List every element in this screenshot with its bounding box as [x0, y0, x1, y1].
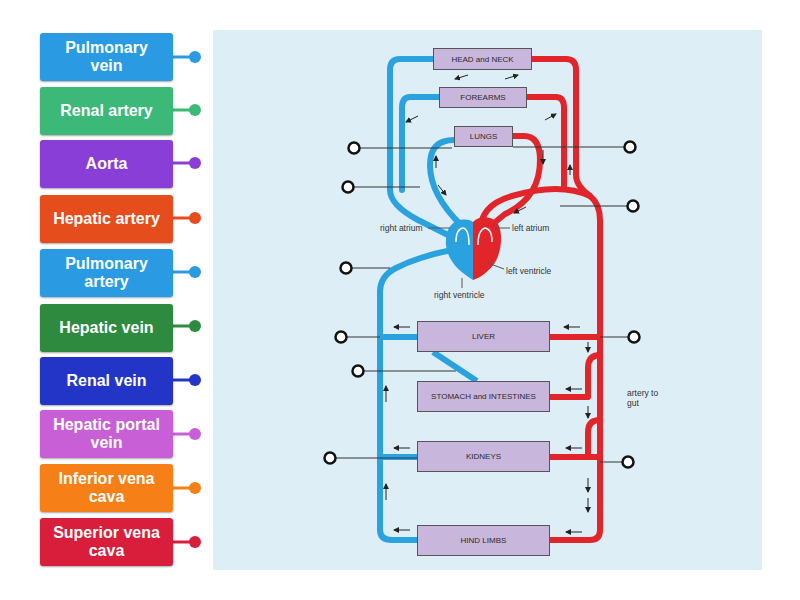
label-button: Renal artery [40, 87, 173, 135]
slot-leaders [336, 147, 628, 462]
heart-label: right ventricle [434, 290, 504, 300]
button-text: Renal artery [60, 102, 153, 120]
organ-name: LUNGS [470, 132, 498, 141]
organ-box: STOMACH and INTESTINES [417, 381, 550, 412]
button-text: Renal vein [66, 372, 146, 390]
button-text: Inferior vena cava [48, 470, 165, 506]
label-button: Superior vena cava [40, 518, 173, 566]
organ-box: KIDNEYS [417, 441, 550, 472]
label-button: Aorta [40, 140, 173, 188]
label-button: Pulmonary artery [40, 249, 173, 297]
organ-box: LUNGS [454, 126, 513, 147]
label-leaders [428, 228, 510, 288]
label-button: Inferior vena cava [40, 464, 173, 512]
label-button: Renal vein [40, 357, 173, 405]
label-button: Hepatic artery [40, 195, 173, 243]
button-stubs [172, 51, 201, 548]
button-text: Pulmonary artery [48, 255, 165, 291]
organ-box: FOREARMS [439, 87, 527, 108]
button-text: Superior vena cava [48, 524, 165, 560]
vessel-label: artery to gut [627, 388, 661, 408]
organ-box: LIVER [417, 321, 550, 352]
button-text: Pulmonary vein [48, 39, 165, 75]
heart-label: right atrium [380, 223, 440, 233]
label-button: Pulmonary vein [40, 33, 173, 81]
organ-box: HIND LIMBS [417, 525, 550, 556]
organ-box: HEAD and NECK [433, 48, 532, 70]
button-text: Aorta [86, 155, 128, 173]
label-button: Hepatic vein [40, 304, 173, 352]
button-text: Hepatic vein [59, 319, 153, 337]
organ-name: FOREARMS [460, 93, 505, 102]
heart-label: left atrium [512, 223, 572, 233]
organ-name: HIND LIMBS [461, 536, 507, 545]
organ-name: LIVER [472, 332, 495, 341]
flow-arrows [386, 75, 588, 532]
diagram-panel [213, 30, 762, 570]
button-text: Hepatic portal vein [48, 416, 165, 452]
heart-label: left ventricle [506, 266, 576, 276]
label-button: Hepatic portal vein [40, 410, 173, 458]
portal-vessel [433, 352, 477, 381]
organ-name: KIDNEYS [466, 452, 501, 461]
answer-slots [325, 142, 640, 468]
button-text: Hepatic artery [53, 210, 160, 228]
organ-name: STOMACH and INTESTINES [431, 392, 536, 401]
organ-name: HEAD and NECK [451, 55, 513, 64]
heart [446, 217, 501, 280]
